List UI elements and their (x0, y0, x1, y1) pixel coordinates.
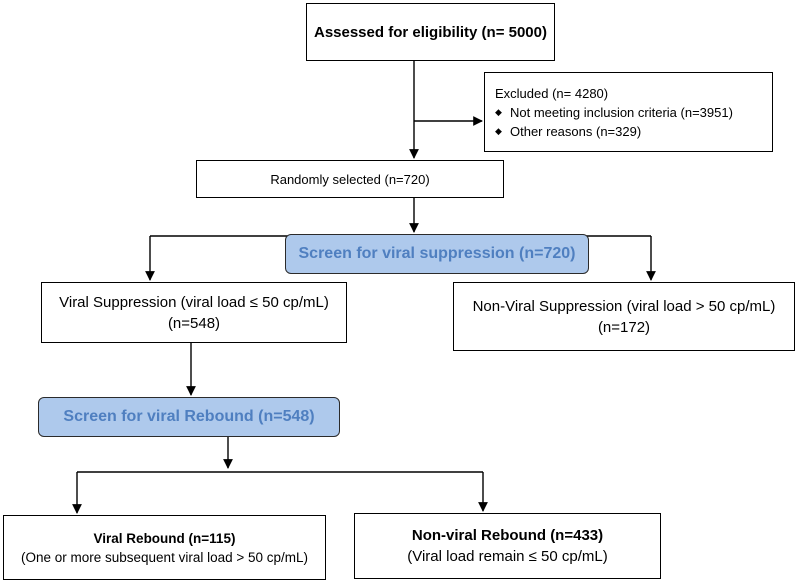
screen-viral-rebound-label: Screen for viral Rebound (n=548) (63, 408, 315, 425)
non-viral-suppression-count: (n=172) (597, 318, 651, 336)
diamond-bullet-icon: ◆ (495, 125, 502, 136)
excluded-title: Excluded (n= 4280) (495, 85, 609, 101)
randomly-selected-label: Randomly selected (n=720) (270, 171, 430, 187)
viral-rebound-box: Viral Rebound (n=115) (One or more subse… (3, 515, 326, 580)
assessed-label: Assessed for eligibility (n= 5000) (313, 23, 547, 41)
viral-suppression-box: Viral Suppression (viral load ≤ 50 cp/mL… (41, 282, 347, 343)
excluded-item-label: Not meeting inclusion criteria (n=3951) (510, 104, 733, 120)
non-viral-rebound-box: Non-viral Rebound (n=433) (Viral load re… (354, 513, 661, 579)
screen-viral-suppression: Screen for viral suppression (n=720) (285, 234, 589, 274)
assessed-box: Assessed for eligibility (n= 5000) (306, 3, 555, 61)
viral-rebound-title: Viral Rebound (n=115) (93, 530, 236, 546)
screen-viral-suppression-label: Screen for viral suppression (n=720) (298, 245, 576, 262)
excluded-item-label: Other reasons (n=329) (510, 123, 642, 139)
excluded-box: Excluded (n= 4280) ◆ Not meeting inclusi… (484, 72, 773, 152)
excluded-item: ◆ Not meeting inclusion criteria (n=3951… (495, 105, 733, 120)
diamond-bullet-icon: ◆ (495, 106, 502, 117)
viral-rebound-detail: (One or more subsequent viral load > 50 … (20, 549, 309, 565)
non-viral-rebound-title: Non-viral Rebound (n=433) (411, 527, 604, 544)
non-viral-suppression-label: Non-Viral Suppression (viral load > 50 c… (472, 297, 776, 315)
viral-suppression-label: Viral Suppression (viral load ≤ 50 cp/mL… (59, 293, 329, 311)
randomly-selected-box: Randomly selected (n=720) (196, 160, 504, 198)
viral-suppression-count: (n=548) (167, 314, 221, 332)
non-viral-rebound-detail: (Viral load remain ≤ 50 cp/mL) (407, 548, 608, 565)
screen-viral-rebound: Screen for viral Rebound (n=548) (38, 397, 340, 437)
excluded-item: ◆ Other reasons (n=329) (495, 124, 641, 139)
non-viral-suppression-box: Non-Viral Suppression (viral load > 50 c… (453, 282, 795, 351)
